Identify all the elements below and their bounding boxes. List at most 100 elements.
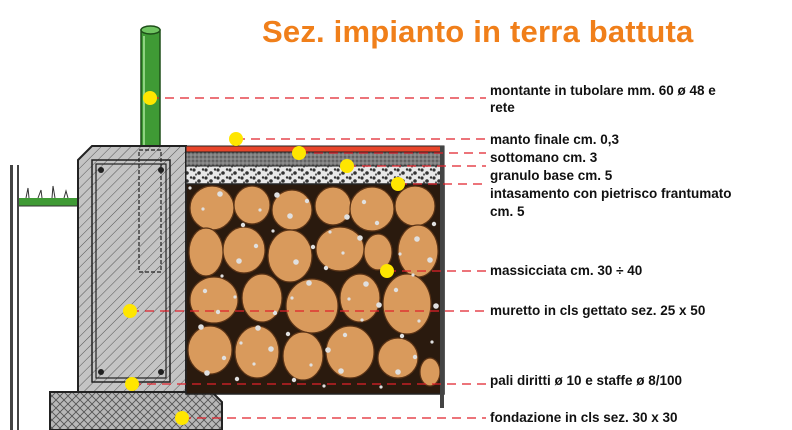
- marker-massicciata: [380, 264, 394, 278]
- gravel-fleck: [233, 295, 237, 299]
- stone: [188, 227, 224, 277]
- gravel-fleck: [360, 318, 364, 322]
- gravel-fleck: [202, 288, 208, 294]
- stone: [315, 226, 365, 272]
- label-granulo: granulo base cm. 5: [490, 168, 613, 183]
- gravel-fleck: [376, 302, 382, 308]
- markers: [123, 91, 405, 425]
- stone: [382, 273, 432, 335]
- gravel-fleck: [357, 235, 363, 241]
- gravel-fleck: [271, 229, 275, 233]
- gravel-fleck: [414, 236, 420, 242]
- foundation: [49, 391, 223, 430]
- marker-manto: [229, 132, 243, 146]
- gravel-fleck: [221, 355, 227, 361]
- gravel-fleck: [188, 186, 192, 190]
- gravel-fleck: [363, 281, 369, 287]
- gravel-fleck: [395, 369, 401, 375]
- gravel-fleck: [341, 251, 345, 255]
- concrete-wall: [77, 145, 187, 393]
- gravel-fleck: [217, 191, 223, 197]
- stone: [363, 233, 393, 271]
- label-manto: manto finale cm. 0,3: [490, 132, 620, 147]
- label-montante-cont: rete: [490, 100, 515, 115]
- leader-lines: [130, 97, 486, 419]
- gravel-fleck: [220, 274, 224, 278]
- gravel-fleck: [234, 376, 240, 382]
- stone: [189, 276, 239, 324]
- label-pali: pali diritti ø 10 e staffe ø 8/100: [490, 373, 683, 388]
- gravel-fleck: [379, 385, 383, 389]
- gravel-fleck: [399, 333, 405, 339]
- stone: [282, 331, 324, 381]
- gravel-fleck: [239, 341, 243, 345]
- gravel-fleck: [253, 243, 259, 249]
- court-layers: [185, 145, 445, 408]
- marker-pali: [125, 377, 139, 391]
- marker-granulo: [340, 159, 354, 173]
- gravel-fleck: [268, 346, 274, 352]
- gravel-fleck: [287, 213, 293, 219]
- gravel-fleck: [328, 230, 332, 234]
- stone: [234, 325, 280, 379]
- marker-sottomano: [292, 146, 306, 160]
- gravel-fleck: [198, 324, 204, 330]
- gravel-fleck: [325, 347, 331, 353]
- gravel-fleck: [290, 296, 294, 300]
- stone: [189, 185, 235, 231]
- gravel-fleck: [201, 207, 205, 211]
- stone: [241, 273, 283, 323]
- stone: [394, 185, 436, 227]
- label-muretto: muretto in cls gettato sez. 25 x 50: [490, 303, 706, 318]
- gravel-fleck: [310, 244, 316, 250]
- stone: [325, 325, 375, 379]
- gravel-fleck: [431, 221, 437, 227]
- gravel-fleck: [433, 303, 439, 309]
- gravel-fleck: [240, 222, 246, 228]
- fence-post: [140, 25, 161, 151]
- marker-intasamento: [391, 177, 405, 191]
- gravel-fleck: [412, 354, 418, 360]
- gravel-fleck: [272, 310, 278, 316]
- gravel-fleck: [309, 363, 313, 367]
- stone: [397, 224, 439, 278]
- marker-fondazione: [175, 411, 189, 425]
- stone: [377, 337, 419, 379]
- gravel-fleck: [323, 265, 329, 271]
- gravel-fleck: [258, 208, 262, 212]
- stone: [339, 273, 381, 323]
- gravel-fleck: [252, 362, 256, 366]
- stone: [222, 226, 266, 274]
- stone: [187, 325, 233, 375]
- gravel-fleck: [204, 370, 210, 376]
- diagram-title: Sez. impianto in terra battuta: [262, 14, 694, 49]
- marker-montante: [143, 91, 157, 105]
- gravel-fleck: [293, 259, 299, 265]
- label-intasamento: intasamento con pietrisco frantumato: [490, 186, 732, 201]
- gravel-fleck: [274, 192, 280, 198]
- gravel-fleck: [398, 252, 402, 256]
- label-montante: montante in tubolare mm. 60 ø 48 e: [490, 83, 716, 98]
- marker-muretto: [123, 304, 137, 318]
- gravel-fleck: [344, 214, 350, 220]
- gravel-fleck: [342, 332, 348, 338]
- left-side-ground: [10, 165, 77, 430]
- gravel-fleck: [374, 220, 380, 226]
- stone: [233, 185, 271, 225]
- label-intasamento-cont: cm. 5: [490, 204, 525, 219]
- gravel-fleck: [322, 384, 326, 388]
- stone: [349, 186, 395, 232]
- stone: [419, 357, 441, 387]
- gravel-fleck: [427, 257, 433, 263]
- label-sottomano: sottomano cm. 3: [490, 150, 598, 165]
- stone: [285, 278, 339, 334]
- gravel-fleck: [306, 280, 312, 286]
- gravel-fleck: [291, 377, 297, 383]
- label-massicciata: massicciata cm. 30 ÷ 40: [490, 263, 643, 278]
- stone: [267, 229, 313, 283]
- gravel-fleck: [393, 287, 399, 293]
- label-fondazione: fondazione in cls sez. 30 x 30: [490, 410, 678, 425]
- gravel-fleck: [347, 297, 351, 301]
- gravel-fleck: [338, 368, 344, 374]
